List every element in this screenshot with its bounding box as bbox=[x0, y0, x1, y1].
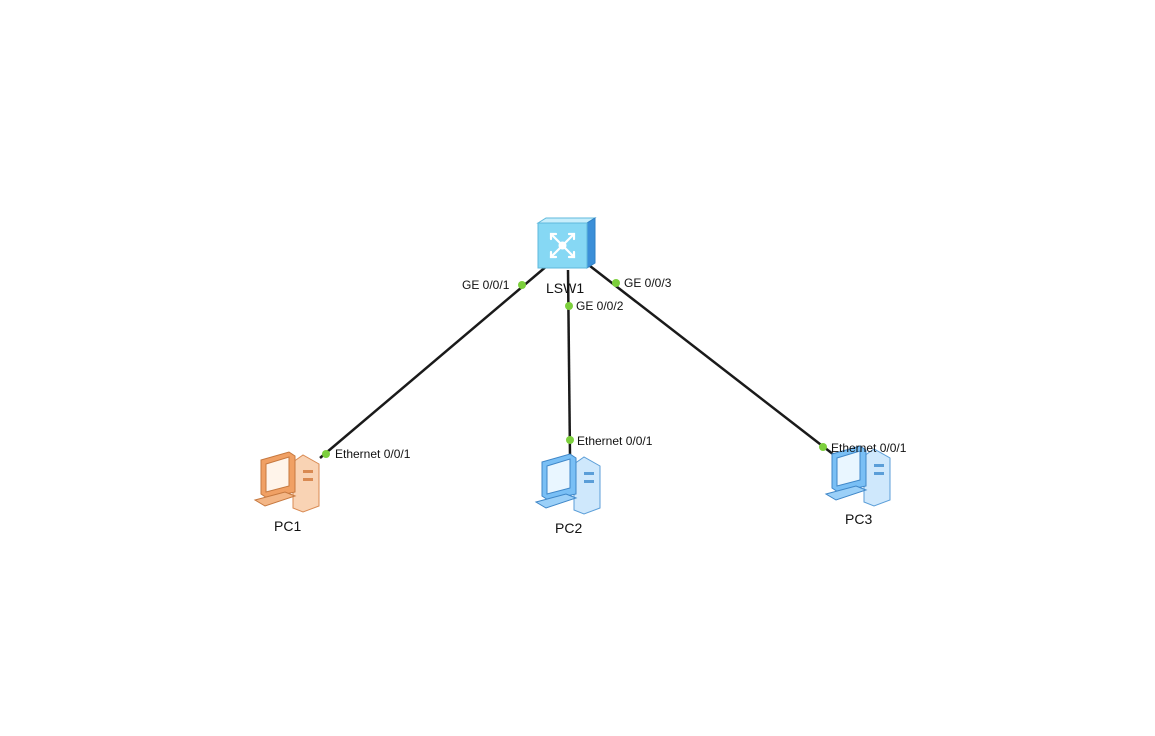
port-status-dot bbox=[819, 443, 827, 451]
port-label-lsw1-ge003: GE 0/0/3 bbox=[624, 276, 672, 290]
pc3-label: PC3 bbox=[845, 511, 873, 527]
port-label-lsw1-ge002: GE 0/0/2 bbox=[576, 299, 624, 313]
link-lsw1-pc2[interactable] bbox=[566, 269, 572, 457]
pc-icon[interactable] bbox=[534, 453, 601, 515]
port-label-pc1-eth001: Ethernet 0/0/1 bbox=[335, 447, 411, 461]
switch-icon[interactable] bbox=[536, 217, 597, 269]
pc-icon[interactable] bbox=[253, 451, 320, 513]
pc-icon[interactable] bbox=[824, 445, 891, 507]
port-status-dot bbox=[518, 281, 526, 289]
port-status-dot bbox=[612, 279, 620, 287]
port-label-lsw1-ge001: GE 0/0/1 bbox=[462, 278, 510, 292]
port-status-dot bbox=[566, 436, 574, 444]
pc1-label: PC1 bbox=[274, 518, 302, 534]
switch-label: LSW1 bbox=[546, 280, 585, 296]
pc2-label: PC2 bbox=[555, 520, 583, 536]
port-label-pc2-eth001: Ethernet 0/0/1 bbox=[577, 434, 653, 448]
port-status-dot bbox=[322, 450, 330, 458]
link-lsw1-pc3[interactable] bbox=[589, 265, 839, 459]
port-label-pc3-eth001: Ethernet 0/0/1 bbox=[831, 441, 907, 455]
link-lsw1-pc1[interactable] bbox=[319, 264, 549, 459]
port-status-dot bbox=[565, 302, 573, 310]
